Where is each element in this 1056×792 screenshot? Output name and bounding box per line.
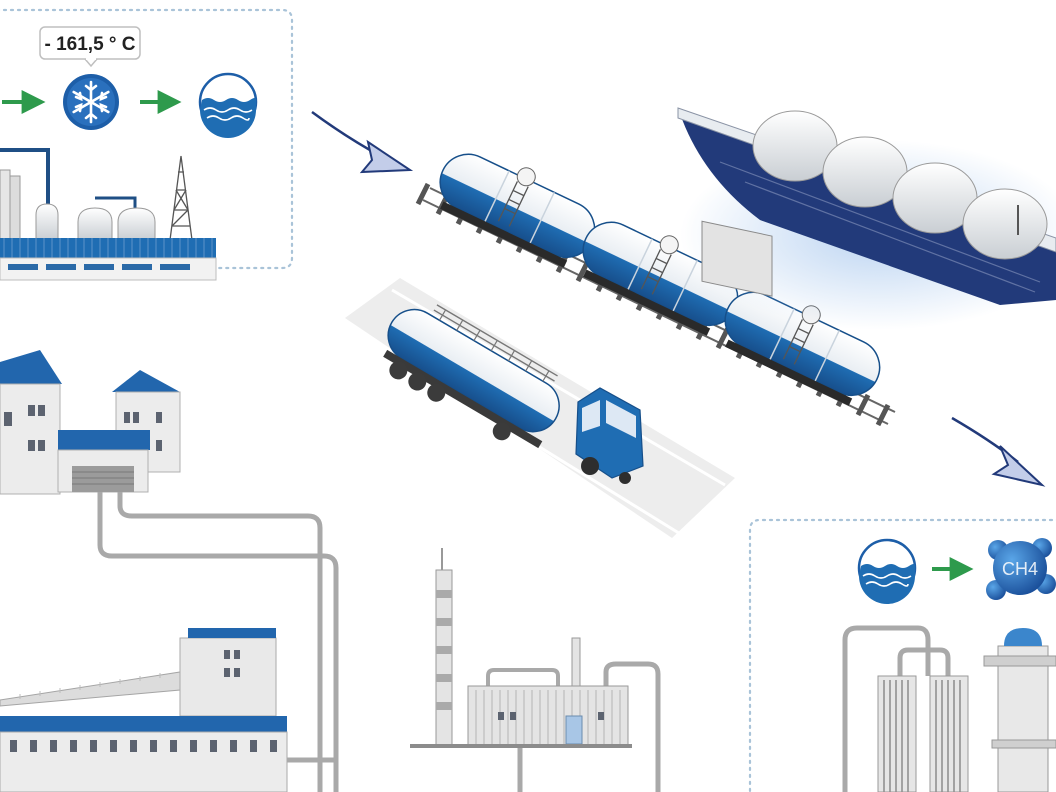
cargo-dome [752,110,1048,260]
gas-pipeline [97,492,339,792]
liquefaction-frame [0,8,294,270]
lng-road-truck [345,278,735,538]
regasification-frame [748,518,1056,792]
regasification-plant [842,625,1056,792]
ship-bridge [701,220,773,297]
flow-arrow-to-regasification [951,416,1046,487]
methane-formula-label: CH4 [1002,559,1038,579]
temperature-badge: - 161,5 ° C [39,26,141,68]
liquefaction-plant [0,148,217,281]
temperature-label: - 161,5 ° C [44,34,135,55]
flow-arrow-to-transport [311,110,414,174]
rail-tank-car [439,153,596,268]
power-plant [0,628,288,792]
lng-rail-train [415,153,896,427]
liquid-wave-icon [857,538,917,604]
industrial-facility [410,548,661,792]
liquid-wave-icon [198,72,258,138]
liquefaction-section: - 161,5 ° C [0,8,294,281]
regasification-section: CH4 [748,518,1056,792]
methane-molecule-icon: CH4 [986,538,1056,600]
snowflake-icon [63,74,119,130]
truck-cab [575,387,644,484]
residential-houses [0,350,181,495]
rail-tank-car [582,221,739,336]
lng-tanker-ship [677,107,1056,330]
